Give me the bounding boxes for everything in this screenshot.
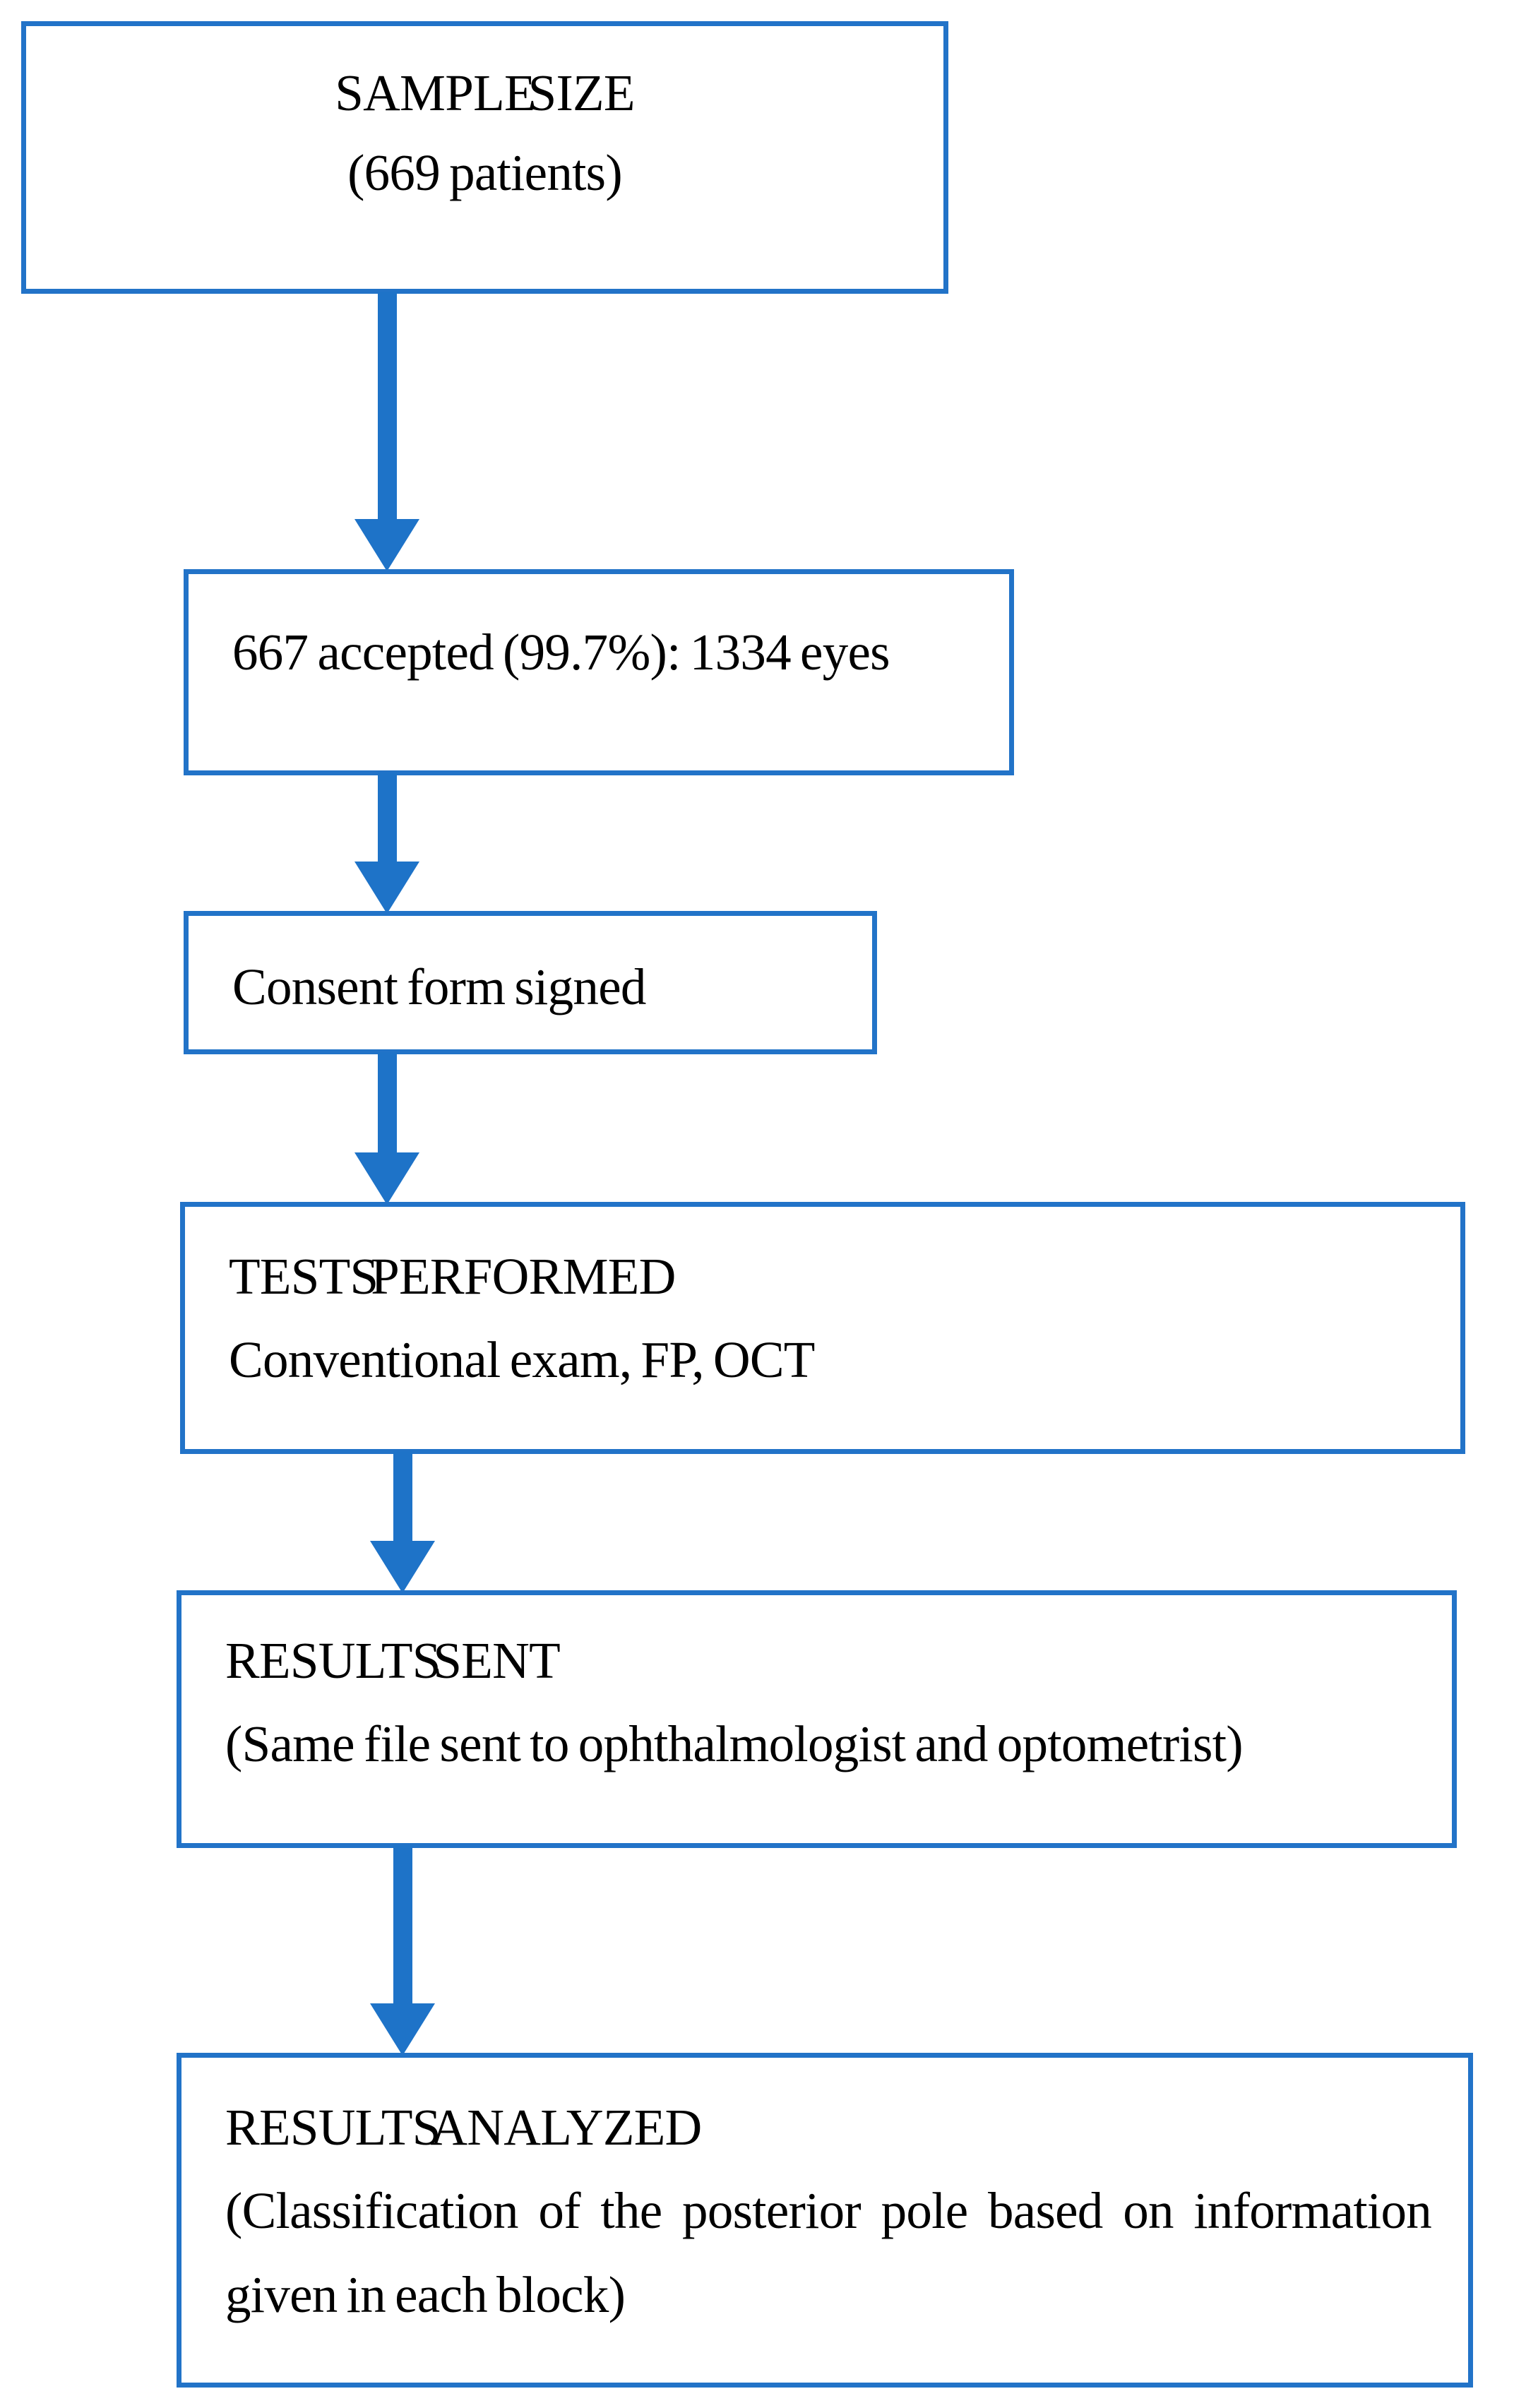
- node-title: RESULTS SENT: [225, 1632, 561, 1689]
- arrow-stem: [377, 773, 397, 862]
- node-title: SAMPLE SIZE: [335, 64, 635, 121]
- arrow-head: [354, 862, 419, 914]
- arrow-stem: [377, 1052, 397, 1152]
- down-arrow-icon: [370, 1845, 435, 2056]
- node-title: RESULTS ANALYZED: [225, 2099, 702, 2156]
- node-title: Consent form signed: [232, 958, 646, 1015]
- arrow-head: [354, 519, 419, 571]
- node-title: TESTS PERFORMED: [229, 1248, 676, 1305]
- arrow-stem: [393, 1451, 412, 1541]
- flow-node-sample-size: SAMPLE SIZE (669 patients): [21, 21, 948, 294]
- down-arrow-icon: [370, 1451, 435, 1593]
- down-arrow-icon: [354, 1052, 419, 1205]
- flow-node-results-sent: RESULTS SENT (Same file sent to ophthalm…: [177, 1590, 1457, 1848]
- flow-node-results-analyzed: RESULTS ANALYZED (Classification of the …: [177, 2053, 1473, 2388]
- flow-node-consent: Consent form signed: [184, 911, 877, 1054]
- arrow-head: [370, 2003, 435, 2056]
- down-arrow-icon: [354, 292, 419, 571]
- node-subtitle: (669 patients): [347, 144, 623, 202]
- arrow-stem: [377, 292, 397, 519]
- node-subtitle: (Classification of the posterior pole ba…: [225, 2182, 1432, 2323]
- down-arrow-icon: [354, 773, 419, 914]
- node-subtitle: Conventional exam, FP, OCT: [229, 1331, 815, 1389]
- flow-node-tests-performed: TESTS PERFORMED Conventional exam, FP, O…: [180, 1202, 1465, 1454]
- flow-node-accepted: 667 accepted (99.7%): 1334 eyes: [184, 569, 1014, 775]
- arrow-head: [370, 1541, 435, 1593]
- arrow-head: [354, 1152, 419, 1205]
- arrow-stem: [393, 1845, 412, 2003]
- node-subtitle: (Same file sent to ophthalmologist and o…: [225, 1715, 1244, 1773]
- node-title: 667 accepted (99.7%): 1334 eyes: [232, 624, 890, 681]
